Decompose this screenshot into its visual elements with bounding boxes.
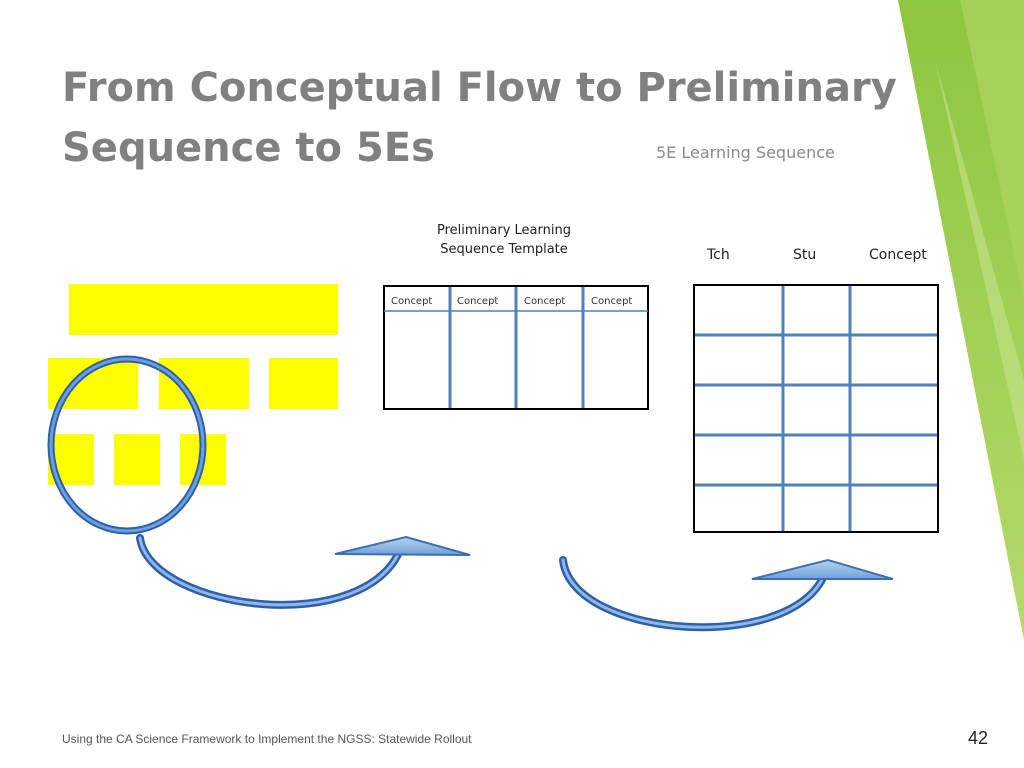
footer-text: Using the CA Science Framework to Implem… bbox=[62, 732, 472, 746]
title-line-2: Sequence to 5Es bbox=[62, 125, 435, 171]
curved-arrow-2 bbox=[559, 556, 894, 632]
highlight-ellipse-inner bbox=[49, 357, 205, 533]
concept-column-header: Concept bbox=[869, 247, 927, 263]
concept-column-header: Concept bbox=[591, 296, 633, 307]
curved-arrow-1 bbox=[136, 534, 471, 609]
stu-column-header: Stu bbox=[793, 247, 817, 263]
accent-stripe-dark bbox=[898, 0, 1024, 640]
accent-stripe-pale bbox=[935, 60, 1024, 460]
concept-column-header: Concept bbox=[391, 296, 433, 307]
accent-stripe-light bbox=[960, 0, 1024, 300]
title-line-1: From Conceptual Flow to Preliminary bbox=[62, 65, 897, 111]
slide-title: From Conceptual Flow to Preliminary Sequ… bbox=[62, 58, 902, 178]
five-e-sequence-label: 5E Learning Sequence bbox=[656, 143, 835, 162]
preliminary-template-table bbox=[383, 285, 649, 410]
template-title-line-1: Preliminary Learning bbox=[437, 223, 571, 238]
tch-column-header: Tch bbox=[707, 247, 730, 263]
template-title-line-2: Sequence Template bbox=[440, 242, 568, 257]
concept-block-top bbox=[69, 284, 338, 335]
concept-block-low-2 bbox=[114, 434, 160, 485]
concept-column-header: Concept bbox=[524, 296, 566, 307]
five-e-grid-table bbox=[693, 284, 939, 533]
template-title: Preliminary Learning Sequence Template bbox=[404, 221, 604, 259]
page-number: 42 bbox=[968, 728, 989, 748]
concept-block-mid-3 bbox=[269, 358, 338, 409]
concept-column-header: Concept bbox=[457, 296, 499, 307]
concept-block-mid-2 bbox=[159, 358, 249, 409]
